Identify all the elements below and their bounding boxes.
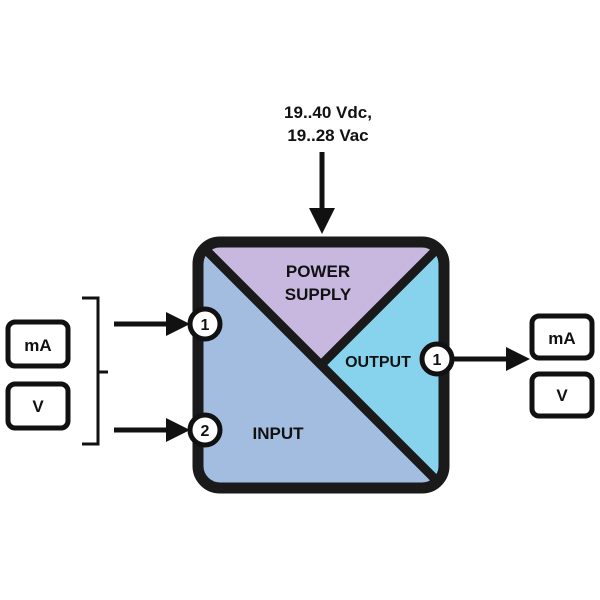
- input-terminal-2-number: 2: [201, 423, 210, 440]
- input-option-ma: mA: [5, 319, 71, 369]
- output-arrow: [452, 347, 530, 371]
- output-option-ma: mA: [529, 313, 595, 361]
- module-body: [198, 242, 444, 488]
- input-terminal-2: 2: [187, 412, 223, 448]
- input-terminal-1-number: 1: [201, 317, 210, 334]
- input-arrow-2: [114, 418, 190, 442]
- output-section-label: OUTPUT: [345, 354, 411, 371]
- output-option-ma-label: mA: [548, 329, 575, 348]
- input-option-v-label: V: [32, 397, 44, 416]
- output-section: [321, 242, 444, 488]
- output-option-v-label: V: [556, 386, 568, 405]
- input-option-ma-label: mA: [24, 336, 51, 355]
- power-output-divider: [317, 242, 444, 369]
- supply-arrow: [309, 152, 335, 234]
- power-supply-label-line2: SUPPLY: [285, 285, 352, 304]
- output-option-v: V: [529, 371, 595, 419]
- input-option-v: V: [5, 381, 71, 431]
- input-terminal-1: 1: [187, 306, 223, 342]
- power-supply-label-line1: POWER: [286, 262, 350, 281]
- input-arrow-1: [114, 312, 190, 336]
- supply-voltage-ac: 19..28 Vac: [287, 126, 368, 145]
- input-section-label: INPUT: [253, 424, 305, 443]
- output-terminal-1-number: 1: [433, 352, 442, 369]
- power-supply-section: [198, 242, 444, 365]
- output-terminal-1: 1: [419, 341, 455, 377]
- input-bracket: [82, 296, 108, 446]
- supply-voltage-dc: 19..40 Vdc,: [284, 103, 372, 122]
